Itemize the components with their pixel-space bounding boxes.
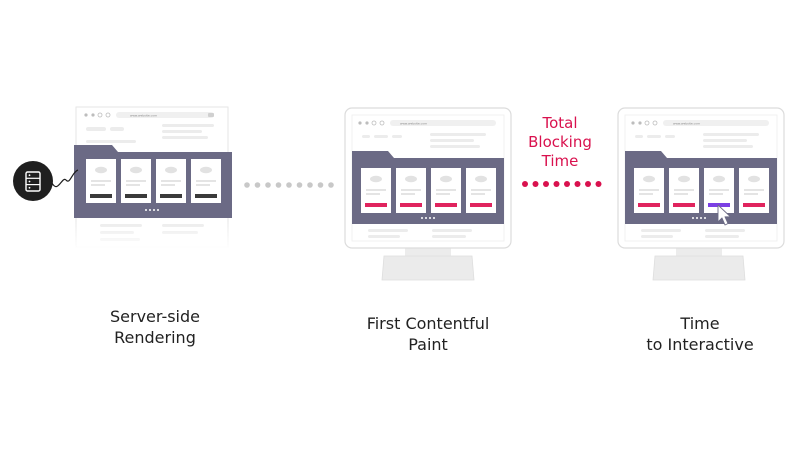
fcp-card-1 xyxy=(361,168,391,213)
ssr-card-2 xyxy=(121,159,151,203)
fcp-url-text: www.website.com xyxy=(400,121,427,125)
ssr-card-4 xyxy=(191,159,221,203)
tti-card-2 xyxy=(669,168,699,213)
ssr-card-3 xyxy=(156,159,186,203)
total-blocking-time-label: Total Blocking Time xyxy=(528,114,592,170)
fcp-card-2 xyxy=(396,168,426,213)
connector-red-dots xyxy=(522,181,602,187)
server-cable xyxy=(51,169,79,188)
tti-url-text: www.website.com xyxy=(673,121,700,125)
tti-monitor: www.website.com xyxy=(617,107,785,281)
ssr-pagination-dots xyxy=(145,209,159,211)
tti-caption: Time to Interactive xyxy=(646,314,754,354)
fcp-caption: First Contentful Paint xyxy=(366,314,490,354)
fcp-card-4 xyxy=(466,168,496,213)
ssr-url-text: www.website.com xyxy=(130,113,157,117)
fcp-card-3 xyxy=(431,168,461,213)
tti-pagination-dots xyxy=(692,217,706,219)
cursor-icon xyxy=(717,204,731,226)
ssr-card-1 xyxy=(86,159,116,203)
tti-card-4 xyxy=(739,168,769,213)
ssr-browser: www.website.com xyxy=(74,106,234,250)
connector-gray-dots xyxy=(244,182,334,188)
tti-card-1 xyxy=(634,168,664,213)
fcp-pagination-dots xyxy=(421,217,435,219)
fcp-monitor: www.website.com xyxy=(344,107,512,281)
ssr-caption: Server-side Rendering xyxy=(110,307,200,347)
server-icon xyxy=(13,161,53,201)
